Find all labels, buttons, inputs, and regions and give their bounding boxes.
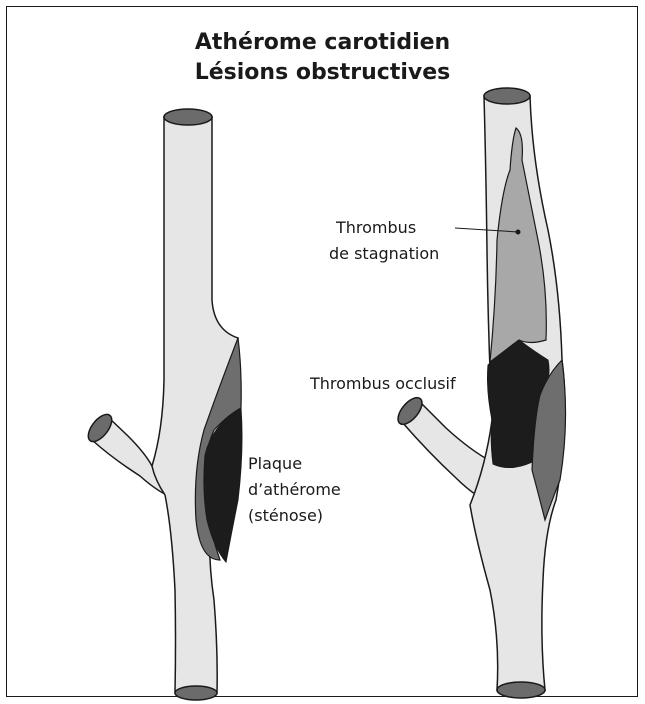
left-bottom-opening [175,686,217,700]
label-thrombus-stagnation-line-1: Thrombus [335,218,416,237]
label-plaque-line-3: (sténose) [248,506,323,525]
right-top-opening [484,88,530,104]
thrombus-stagnation-leader-dot [516,230,521,235]
right-artery [394,88,566,698]
left-top-opening [164,109,212,125]
label-thrombus-stagnation-line-2: de stagnation [329,244,439,263]
right-bottom-opening [497,682,545,698]
left-artery [84,109,242,700]
label-plaque-line-1: Plaque [248,454,302,473]
label-thrombus-occlusif: Thrombus occlusif [309,374,456,393]
label-plaque-line-2: d’athérome [248,480,341,499]
